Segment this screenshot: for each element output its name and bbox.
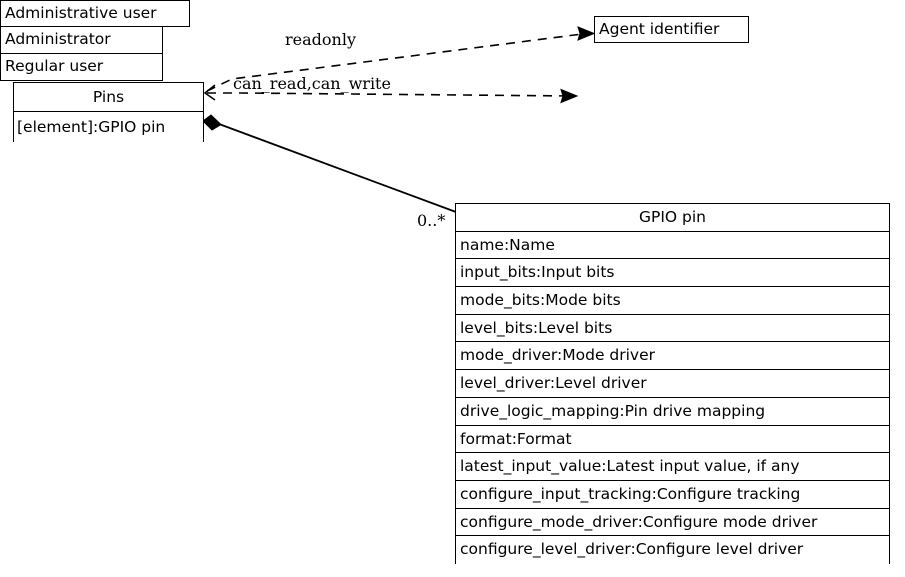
class-attribute-level-bits: level_bits:Level bits xyxy=(456,314,889,343)
class-attribute-administrator: Administrator xyxy=(0,27,163,54)
pins-side-arrowhead-glyph xyxy=(203,84,216,101)
edge-composition xyxy=(202,114,457,213)
class-box-pins[interactable]: Pins [element]:GPIO pin xyxy=(13,82,204,142)
class-title-administrative-user: Administrative user xyxy=(0,0,190,27)
class-title-gpio-pin: GPIO pin xyxy=(456,204,889,232)
class-title-pins: Pins xyxy=(14,83,203,112)
class-attribute-configure-input-tracking: configure_input_tracking:Configure track… xyxy=(456,480,889,509)
class-attribute-regular-user: Regular user xyxy=(0,54,163,81)
class-attribute-format: format:Format xyxy=(456,425,889,454)
class-attribute-mode-driver: mode_driver:Mode driver xyxy=(456,342,889,371)
edge-can-read-can-write-arrowhead xyxy=(560,88,579,104)
class-box-administrative-user[interactable]: Administrative user Administrator Regula… xyxy=(0,0,190,81)
class-attribute-pins-element: [element]:GPIO pin xyxy=(14,112,203,142)
edge-label-readonly: readonly xyxy=(285,30,356,49)
class-box-gpio-pin[interactable]: GPIO pin name:Name input_bits:Input bits… xyxy=(455,203,890,564)
class-attribute-latest-input-value: latest_input_value:Latest input value, i… xyxy=(456,453,889,481)
class-attribute-configure-level-driver: configure_level_driver:Configure level d… xyxy=(456,536,889,564)
edge-readonly xyxy=(206,26,596,92)
class-attribute-mode-bits: mode_bits:Mode bits xyxy=(456,287,889,315)
pins-side-arrowhead xyxy=(203,84,216,101)
composition-diamond xyxy=(202,114,222,131)
class-attribute-level-driver: level_driver:Level driver xyxy=(456,370,889,398)
class-box-agent-identifier[interactable]: Agent identifier xyxy=(594,16,749,43)
class-attribute-input-bits: input_bits:Input bits xyxy=(456,259,889,288)
class-title-agent-identifier: Agent identifier xyxy=(595,17,748,42)
edge-label-can-read-can-write: can_read,can_write xyxy=(233,74,391,93)
class-attribute-name: name:Name xyxy=(456,231,889,260)
class-attribute-configure-mode-driver: configure_mode_driver:Configure mode dri… xyxy=(456,508,889,537)
edge-can-read-can-write-line xyxy=(207,92,574,97)
edge-composition-line xyxy=(218,123,457,213)
edge-label-multiplicity: 0..* xyxy=(417,211,446,230)
class-attribute-drive-logic-mapping: drive_logic_mapping:Pin drive mapping xyxy=(456,397,889,426)
edge-readonly-arrowhead xyxy=(577,26,596,41)
edge-can-read-can-write xyxy=(207,88,579,104)
